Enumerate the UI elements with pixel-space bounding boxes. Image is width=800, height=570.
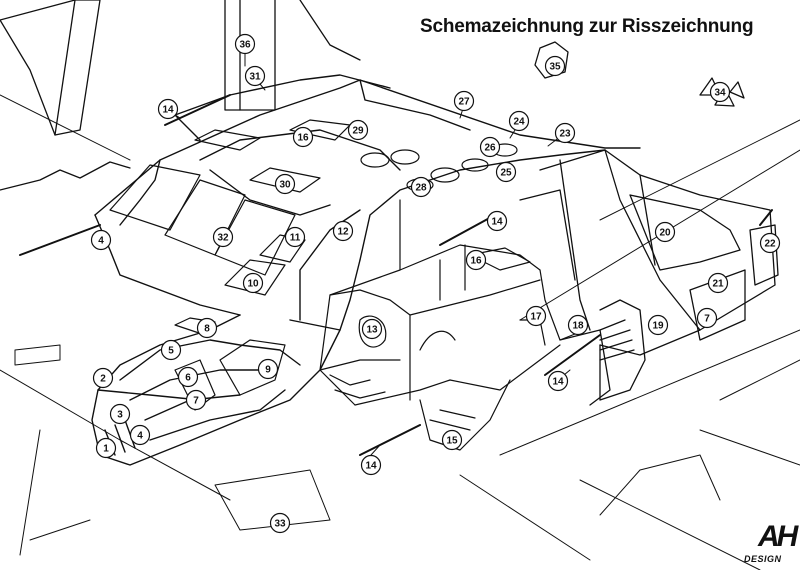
logo-subtitle: DESIGN [744,554,782,564]
part-label-circle [654,221,676,243]
part-label-30: 30 [279,180,291,191]
part-label-22: 22 [764,239,776,250]
cargo-bay [319,199,586,451]
part-label-circle [486,210,508,232]
part-label-circle [647,314,669,336]
part-label-12: 12 [337,227,349,238]
part-label-4: 4 [137,431,143,442]
part-label-circle [274,173,296,195]
part-label-circle [332,220,354,242]
part-label-circle [360,454,382,476]
part-label-21: 21 [712,279,724,290]
part-label-circle [284,226,306,248]
part-label-circle [707,272,729,294]
part-label-circle [441,429,463,451]
part-label-10: 10 [247,279,259,290]
part-label-26: 26 [484,143,496,154]
part-label-14: 14 [365,461,377,472]
part-label-circle [554,122,576,144]
part-label-15: 15 [446,436,458,447]
part-label-circle [109,403,131,425]
logo-mark: AH [758,520,798,553]
part-label-circle [525,305,547,327]
part-label-circle [185,389,207,411]
part-label-circle [347,119,369,141]
part-label-32: 32 [217,233,229,244]
part-label-circle [495,161,517,183]
part-label-16: 16 [297,133,309,144]
part-label-18: 18 [572,321,584,332]
part-label-circle [196,317,218,339]
part-label-circle [242,272,264,294]
part-label-23: 23 [559,129,571,140]
leader-lines [167,43,571,456]
part-label-31: 31 [249,72,261,83]
part-label-9: 9 [265,365,271,376]
part-label-circle [547,370,569,392]
part-label-circle [244,65,266,87]
antenna-rods [19,94,773,456]
part-label-circle [234,33,256,55]
part-label-5: 5 [168,346,174,357]
background-pylons [0,0,745,191]
part-label-14: 14 [162,105,174,116]
part-label-circle [479,136,501,158]
part-label-circle [410,176,432,198]
part-label-circle [544,55,566,77]
part-label-circle [361,318,383,340]
part-label-20: 20 [659,228,671,239]
part-label-8: 8 [204,324,210,335]
part-label-17: 17 [530,312,542,323]
part-label-24: 24 [513,117,525,128]
part-label-circle [465,249,487,271]
part-label-circle [269,512,291,534]
part-label-circle [160,339,182,361]
part-label-circle [257,358,279,380]
part-label-3: 3 [117,410,123,421]
part-label-27: 27 [458,97,470,108]
part-label-28: 28 [415,183,427,194]
part-label-circle [129,424,151,446]
part-label-circle [90,229,112,251]
part-label-circle [212,226,234,248]
part-label-circle [709,81,731,103]
part-label-1: 1 [103,444,109,455]
diagram-title: Schemazeichnung zur Risszeichnung [420,16,754,37]
part-label-11: 11 [290,233,301,244]
part-label-19: 19 [652,321,664,332]
part-label-circle [508,110,530,132]
part-label-16: 16 [470,256,482,267]
part-label-13: 13 [366,325,378,336]
part-label-circle [157,98,179,120]
part-label-6: 6 [185,373,191,384]
part-label-circle [567,314,589,336]
ah-design-logo: AH DESIGN [742,520,798,568]
part-label-circle [92,367,114,389]
part-label-circle [292,126,314,148]
part-label-7: 7 [704,314,710,325]
part-label-14: 14 [552,377,564,388]
part-label-circle [696,307,718,329]
part-label-circle [759,232,781,254]
part-label-14: 14 [491,217,503,228]
part-label-circle [177,366,199,388]
part-label-36: 36 [239,40,251,51]
hull-outline [91,74,641,466]
part-label-7: 7 [193,396,199,407]
part-label-34: 34 [714,88,726,99]
floor-lines [0,94,800,570]
part-label-33: 33 [274,519,286,530]
rear-module [519,149,779,406]
part-label-circle [95,437,117,459]
part-label-2: 2 [100,374,106,385]
part-label-25: 25 [500,168,512,179]
part-label-circle [453,90,475,112]
hull-panels [109,119,518,411]
part-label-4: 4 [98,236,104,247]
part-label-29: 29 [352,126,364,137]
part-label-35: 35 [549,62,561,73]
